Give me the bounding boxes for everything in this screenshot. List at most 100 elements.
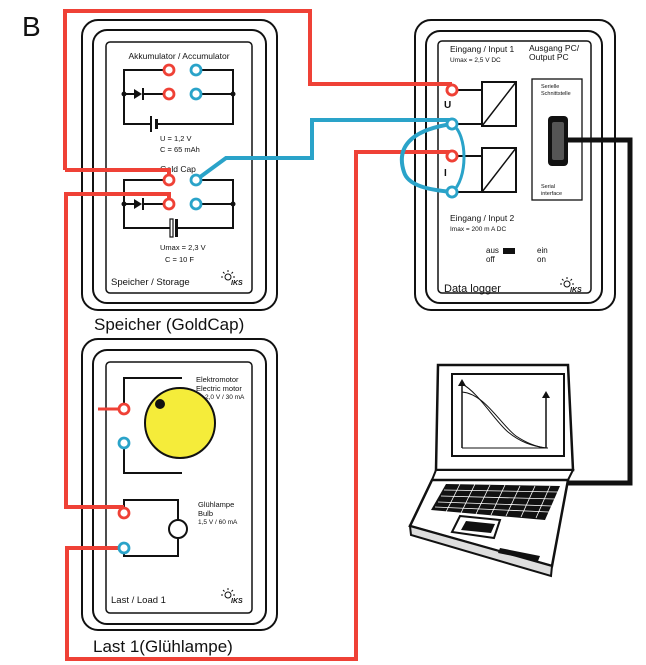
input1-umax: Umax = 2,5 V DC: [450, 57, 501, 64]
goldcap-terminal-red-bottom[interactable]: [162, 197, 176, 211]
load-outer-frame: [81, 338, 278, 631]
storage-outer-frame: [81, 19, 278, 311]
serial-label-en-2: interface: [541, 191, 562, 197]
motor-wire-bottom: [123, 449, 182, 474]
logger-i-terminal-red-top[interactable]: [445, 149, 459, 163]
load-iks-logo-icon: IKS: [221, 588, 243, 605]
output-title-en: Output PC: [529, 52, 569, 62]
bulb-wire-top: [123, 499, 179, 520]
serial-label-en-1: Serial: [541, 184, 555, 190]
current-input-label: I: [444, 168, 447, 179]
switch-on-label-en: on: [537, 255, 546, 264]
akku-diode-icon: [134, 88, 150, 100]
red-wire-logger-i-to-bulb: [65, 150, 452, 661]
load-module: Elektromotor Electric motor 2,0 V / 30 m…: [81, 338, 278, 656]
screen-graph-icon: [458, 379, 550, 449]
voltage-input-label: U: [444, 100, 451, 111]
storage-caption: Speicher (GoldCap): [94, 315, 244, 334]
akku-capacity: C = 65 mAh: [160, 145, 200, 154]
goldcap-capacitor-icon: [169, 218, 178, 238]
akku-terminal-red-top[interactable]: [162, 63, 176, 77]
goldcap-terminal-red-top[interactable]: [162, 173, 176, 187]
cyan-jumper-wire: [399, 122, 453, 194]
goldcap-capacitance: C = 10 F: [165, 255, 194, 264]
power-switch[interactable]: [503, 248, 515, 254]
goldcap-terminal-cyan-bottom[interactable]: [189, 197, 203, 211]
storage-panel-footer: Speicher / Storage: [111, 277, 190, 288]
laptop-icon: [408, 363, 575, 578]
goldcap-terminal-cyan-top[interactable]: [189, 173, 203, 187]
switch-off-label-en: off: [486, 255, 496, 264]
serial-cable: [568, 137, 633, 486]
storage-module: Akkumulator / Accumulator U = 1,2 V C = …: [81, 19, 278, 334]
motor-terminal-cyan[interactable]: [117, 436, 131, 450]
laptop-drive-slot: [498, 548, 540, 561]
akku-terminal-cyan-bottom[interactable]: [189, 87, 203, 101]
output-title-de: Ausgang PC/: [529, 43, 580, 53]
input1-title: Eingang / Input 1: [450, 44, 515, 54]
data-logger-footer: Data logger: [444, 283, 501, 295]
wires: [63, 9, 633, 661]
goldcap-junction-left: [121, 201, 127, 207]
bulb-terminal-cyan[interactable]: [117, 541, 131, 555]
touchpad-surface: [461, 521, 495, 533]
bulb-icon: [168, 519, 188, 539]
akku-voltage: U = 1,2 V: [160, 134, 191, 143]
load-inner-frame: [92, 349, 267, 625]
goldcap-diode-icon: [134, 198, 150, 210]
goldcap-umax: Umax = 2,3 V: [160, 243, 206, 252]
motor-rating: 2,0 V / 30 mA: [205, 394, 245, 401]
serial-label-de-1: Serielle: [541, 84, 559, 90]
motor-wire-top: [123, 377, 182, 403]
bulb-title-en: Bulb: [198, 509, 213, 518]
converter-u-icon: [481, 81, 517, 127]
svg-text:IKS: IKS: [231, 280, 243, 287]
red-wire-goldcap-to-bulb: [64, 192, 171, 509]
storage-panel: [105, 41, 253, 294]
bulb-title-de: Glühlampe: [198, 500, 234, 509]
goldcap-title: Gold Cap: [160, 164, 196, 174]
akku-junction-left: [121, 91, 127, 97]
converter-i-icon: [481, 147, 517, 193]
figure-label: B: [22, 11, 41, 42]
motor-title-en: Electric motor: [196, 384, 242, 393]
logger-outer-frame: [414, 19, 616, 311]
load-panel-footer: Last / Load 1: [111, 595, 166, 606]
logger-i-terminal-cyan-top[interactable]: [445, 185, 459, 199]
keyboard-key-lines: [434, 483, 559, 519]
storage-inner-frame: [92, 29, 267, 304]
akku-junction-right: [230, 91, 236, 97]
cyan-wire-goldcap-to-logger: [194, 118, 452, 182]
input2-title: Eingang / Input 2: [450, 213, 515, 223]
serial-label-de-2: Schnittstelle: [541, 91, 571, 97]
svg-text:IKS: IKS: [231, 598, 243, 605]
logger-u-terminal-red-top[interactable]: [445, 83, 459, 97]
logger-iks-logo-icon: IKS: [560, 277, 582, 294]
akku-battery-icon: [150, 116, 158, 132]
akku-terminal-cyan-top[interactable]: [189, 63, 203, 77]
switch-off-label-de: aus: [486, 246, 499, 255]
svg-text:IKS: IKS: [570, 287, 582, 294]
akku-terminal-red-bottom[interactable]: [162, 87, 176, 101]
bulb-wire-bottom: [123, 538, 179, 557]
storage-iks-logo-icon: IKS: [221, 270, 243, 287]
bulb-rating: 1,5 V / 60 mA: [198, 519, 238, 526]
logger-inner-frame: [425, 30, 603, 304]
motor-terminal-red[interactable]: [117, 402, 131, 416]
laptop-screen: [451, 373, 565, 457]
data-logger-module: Eingang / Input 1 Umax = 2,5 V DC Ausgan…: [414, 19, 616, 311]
akku-circuit: [123, 69, 234, 125]
goldcap-junction-right: [230, 201, 236, 207]
red-wire-storage-to-logger-u: [63, 9, 452, 170]
switch-on-label-de: ein: [537, 246, 548, 255]
motor-shaft-icon: [155, 399, 165, 409]
serial-connector-slot: [552, 122, 564, 160]
bulb-terminal-red[interactable]: [117, 506, 131, 520]
logger-u-terminal-cyan-top[interactable]: [445, 117, 459, 131]
load-panel: [105, 361, 253, 614]
laptop-hinge: [430, 469, 575, 481]
input2-imax: Imax = 200 m A DC: [450, 226, 506, 233]
akku-title: Akkumulator / Accumulator: [128, 51, 229, 61]
load-caption: Last 1(Glühlampe): [93, 637, 233, 656]
